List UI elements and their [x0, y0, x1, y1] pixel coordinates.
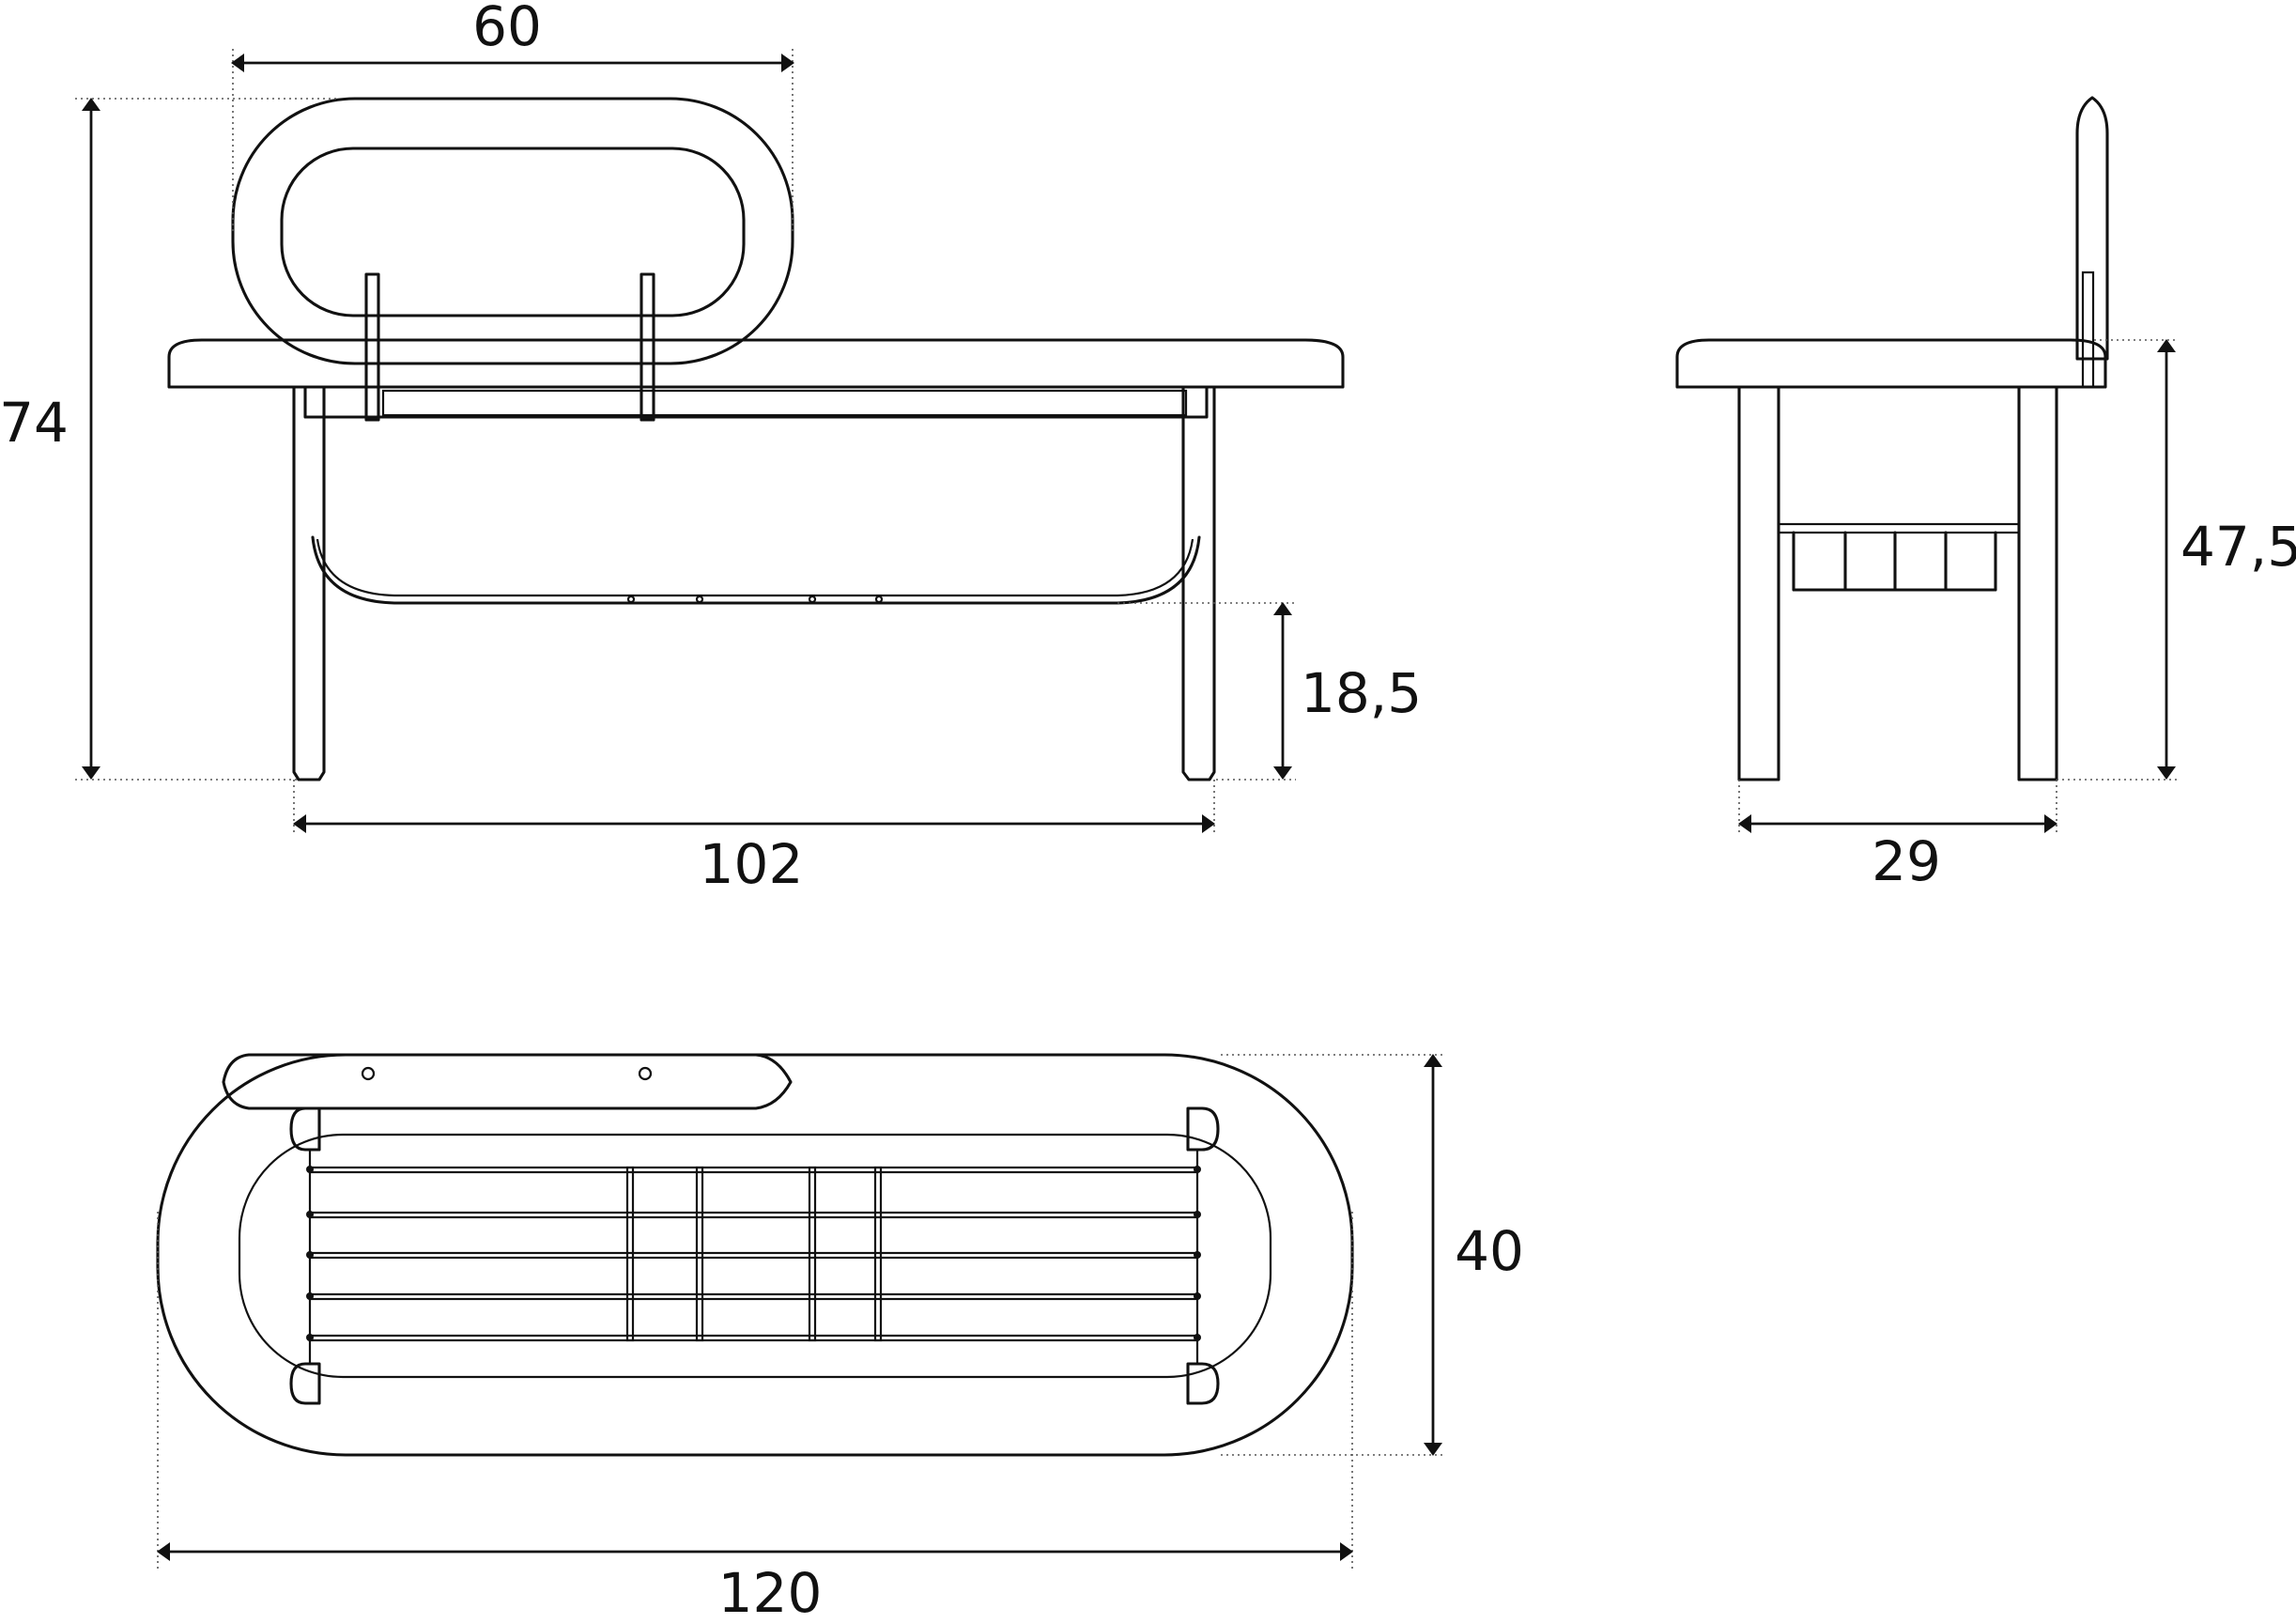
side-dimensions: 47,5 29	[1738, 339, 2296, 893]
backrest-post-right	[639, 272, 655, 422]
top-seat-outline	[156, 1053, 1354, 1457]
side-view	[1675, 96, 2109, 781]
backrest-post-left	[364, 272, 380, 422]
apron	[303, 385, 1209, 419]
top-view	[156, 1053, 1354, 1457]
front-leg-left	[292, 385, 326, 781]
side-seat	[1675, 338, 2107, 389]
top-dimensions: 40 120	[157, 1054, 1524, 1624]
top-leg-cap	[289, 1362, 321, 1405]
top-backrest	[222, 1053, 793, 1110]
side-leg-front	[1737, 385, 1780, 781]
top-basket-wires	[306, 1166, 1201, 1342]
rail-rivet	[695, 595, 704, 604]
rail-rivet	[808, 595, 817, 604]
side-backrest-post	[2081, 271, 2095, 389]
rail-rivet	[874, 595, 884, 604]
dim-total-height: 74	[0, 391, 69, 455]
basket-rail-inner	[316, 538, 1194, 597]
top-leg-cap	[1186, 1362, 1220, 1405]
side-leg-back	[2017, 385, 2058, 781]
front-leg-right	[1181, 385, 1216, 781]
basket-rail	[311, 535, 1201, 605]
dim-backrest-width: 60	[472, 0, 542, 58]
side-basket-wires	[1792, 531, 1997, 592]
top-leg-cap	[1186, 1106, 1220, 1152]
dim-seat-height: 47,5	[2180, 515, 2296, 579]
dim-top-depth: 40	[1455, 1219, 1524, 1283]
dim-shelf-height: 18,5	[1301, 661, 1422, 725]
top-post-hole-left	[361, 1066, 376, 1081]
backrest-inner	[280, 147, 746, 317]
side-backrest	[2075, 96, 2109, 361]
rail-rivet	[626, 595, 636, 604]
top-leg-cap	[289, 1106, 321, 1152]
backrest-outer	[231, 97, 794, 365]
dim-leg-spacing: 102	[700, 832, 804, 896]
dim-side-depth: 29	[1872, 829, 1941, 893]
top-post-hole-right	[638, 1066, 653, 1081]
side-basket-top	[1777, 522, 2021, 534]
front-dimensions: 60 74 102 18,5	[0, 0, 1422, 896]
top-inner-oval	[238, 1133, 1272, 1379]
apron-inner	[381, 389, 1188, 417]
dim-total-length: 120	[718, 1561, 823, 1624]
seat-top	[167, 338, 1345, 389]
front-view	[167, 97, 1345, 781]
